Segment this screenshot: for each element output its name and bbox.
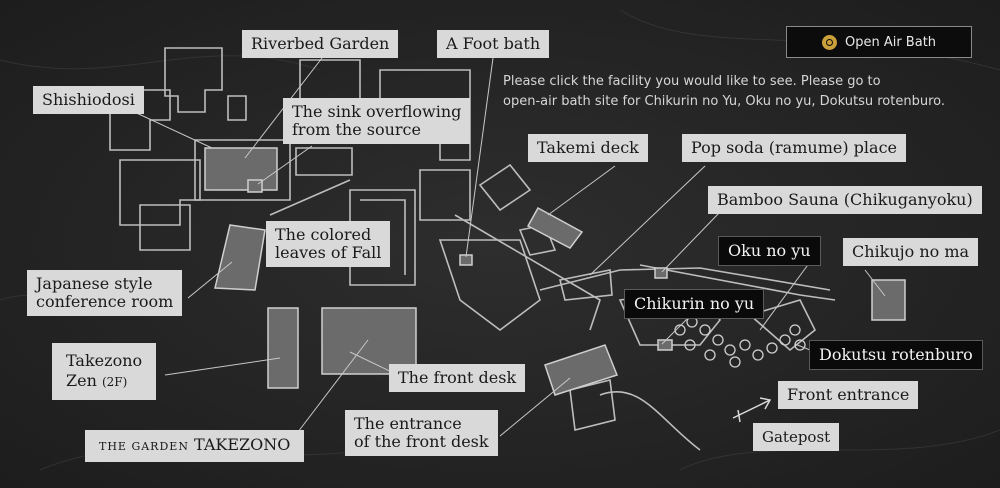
label-garden-takezono[interactable]: THE GARDEN TAKEZONO [85, 430, 305, 462]
label-chikurin-no-yu[interactable]: Chikurin no yu [624, 289, 765, 319]
label-gatepost[interactable]: Gatepost [753, 423, 840, 451]
front-desk-text: The front desk [398, 368, 517, 387]
label-oku-no-yu[interactable]: Oku no yu [718, 236, 821, 266]
conference-line2-text: conference room [36, 292, 174, 311]
label-colored-leaves[interactable]: The colored leaves of Fall [266, 221, 391, 267]
label-conference-room[interactable]: Japanese style conference room [27, 270, 183, 316]
label-shishiodosi[interactable]: Shishiodosi [33, 86, 144, 114]
gatepost-text: Gatepost [762, 428, 831, 446]
foot-bath-text: A Foot bath [446, 34, 541, 53]
instructions-line1: Please click the facility you would like… [503, 74, 881, 89]
colored-line1-text: The colored [275, 225, 372, 244]
takezono-floor-text: (2F) [101, 375, 128, 389]
pop-soda-text: Pop soda (ramume) place [691, 138, 897, 157]
garden-caps-text: THE GARDEN [99, 440, 189, 453]
label-takezono-zen[interactable]: Takezono Zen (2F) [52, 343, 157, 400]
label-front-desk[interactable]: The front desk [389, 364, 526, 392]
open-air-bath-label: Open Air Bath [844, 34, 937, 50]
label-entrance-front-desk[interactable]: The entrance of the front desk [345, 410, 498, 456]
chikujo-no-ma-text: Chikujo no ma [852, 242, 970, 261]
front-entrance-text: Front entrance [787, 385, 910, 404]
label-takemi-deck[interactable]: Takemi deck [528, 134, 648, 162]
takemi-deck-text: Takemi deck [537, 138, 639, 157]
colored-line2-text: leaves of Fall [275, 243, 382, 262]
bamboo-sauna-text: Bamboo Sauna (Chikuganyoku) [717, 190, 973, 209]
label-sink-overflowing[interactable]: The sink overflowing from the source [283, 98, 471, 144]
takezono-zen-text: Zen [66, 371, 97, 390]
label-pop-soda[interactable]: Pop soda (ramume) place [682, 134, 906, 162]
conference-line1-text: Japanese style [36, 274, 153, 293]
chikurin-no-yu-text: Chikurin no yu [634, 294, 755, 313]
label-dokutsu-rotenburo[interactable]: Dokutsu rotenburo [809, 340, 983, 370]
onsen-icon [821, 34, 837, 50]
shishiodosi-text: Shishiodosi [42, 90, 135, 109]
instructions-line2: open-air bath site for Chikurin no Yu, O… [503, 94, 945, 109]
label-bamboo-sauna[interactable]: Bamboo Sauna (Chikuganyoku) [708, 186, 982, 214]
riverbed-garden-text: Riverbed Garden [251, 34, 390, 53]
oku-no-yu-text: Oku no yu [728, 241, 811, 260]
garden-name-text: TAKEZONO [194, 435, 291, 454]
entrance-line2-text: of the front desk [354, 432, 489, 451]
instructions: Please click the facility you would like… [503, 72, 993, 112]
sink-line1-text: The sink overflowing [292, 102, 462, 121]
sink-line2-text: from the source [292, 120, 421, 139]
entrance-line1-text: The entrance [354, 414, 462, 433]
open-air-bath-button[interactable]: Open Air Bath [786, 26, 972, 58]
label-foot-bath[interactable]: A Foot bath [437, 30, 550, 58]
label-front-entrance[interactable]: Front entrance [778, 381, 919, 409]
takezono-line1-text: Takezono [66, 351, 143, 370]
label-chikujo-no-ma[interactable]: Chikujo no ma [843, 238, 979, 266]
label-riverbed-garden[interactable]: Riverbed Garden [242, 30, 399, 58]
dokutsu-text: Dokutsu rotenburo [819, 345, 973, 364]
